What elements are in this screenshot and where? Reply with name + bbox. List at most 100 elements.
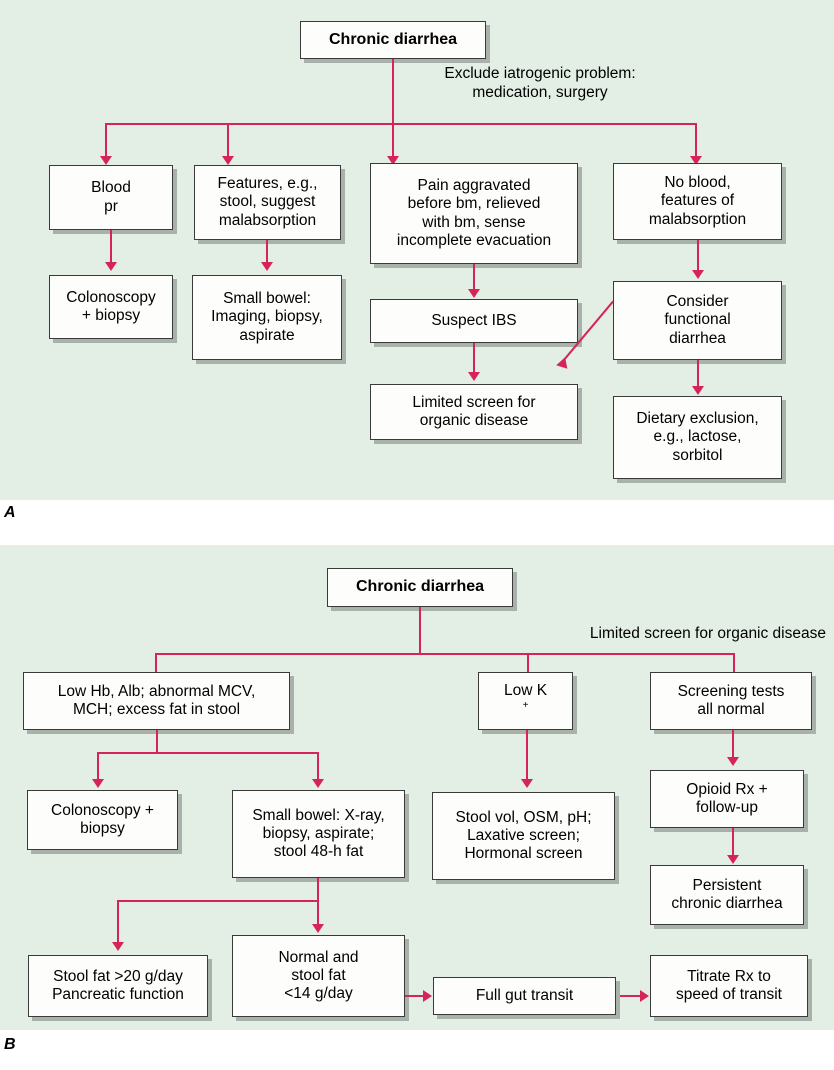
arrowhead-a-branch-1 <box>100 156 112 165</box>
caption-b-limited-screen: Limited screen for organic disease <box>530 625 826 644</box>
connector-a-bus <box>105 123 697 126</box>
node-b-low-hb-alb[interactable]: Low Hb, Alb; abnormal MCV, MCH; excess f… <box>23 672 290 730</box>
node-b-opioid-lines: Opioid Rx + follow-up <box>655 781 799 817</box>
connector-b-root-stem <box>419 607 422 655</box>
node-a-limited-line1: Limited screen for <box>412 393 536 411</box>
node-b-persistent-line1: Persistent <box>692 876 762 894</box>
arrowhead-b-fullgut <box>423 990 432 1002</box>
node-b-stoolvol-line2: Laxative screen; <box>467 826 580 844</box>
node-a-features-malabsorption[interactable]: Features, e.g., stool, suggest malabsorp… <box>194 165 341 240</box>
node-a-limited-screen[interactable]: Limited screen for organic disease <box>370 384 578 440</box>
node-a-small-bowel-line3: aspirate <box>239 326 295 344</box>
caption-a-line1: Exclude iatrogenic problem: <box>444 65 636 82</box>
node-b-normal-line2: stool fat <box>291 966 346 984</box>
arrowhead-a-branch-4 <box>690 156 702 165</box>
node-a-no-blood-line1: No blood, <box>664 174 731 192</box>
node-a-blood-pr[interactable]: Blood pr <box>49 165 173 230</box>
node-a-blood-pr-lines: Blood pr <box>54 179 168 215</box>
node-a-pain-line4: incomplete evacuation <box>396 231 552 249</box>
node-b-small-bowel-line3: stool 48-h fat <box>273 843 364 861</box>
node-b-stoolvol-lines: Stool vol, OSM, pH; Laxative screen; Hor… <box>437 809 610 863</box>
caption-a-exclude-iatrogenic: Exclude iatrogenic problem: medication, … <box>390 65 690 102</box>
node-a-consider-lines: Consider functional diarrhea <box>618 293 777 347</box>
node-b-low-k[interactable]: Low K+ <box>478 672 573 730</box>
node-b-chronic-diarrhea[interactable]: Chronic diarrhea <box>327 568 513 607</box>
node-b-small-bowel-lines: Small bowel: X-ray, biopsy, aspirate; st… <box>237 807 400 861</box>
connector-b-branch-1 <box>155 653 158 673</box>
connector-b-normal-to-fullgut <box>405 995 426 998</box>
node-b-small-bowel-line2: biopsy, aspirate; <box>262 824 375 842</box>
node-b-normal-lines: Normal and stool fat <14 g/day <box>237 949 400 1003</box>
arrowhead-a-limited <box>468 372 480 381</box>
node-a-colonoscopy-line2: + biopsy <box>81 307 141 324</box>
node-b-screening-line1: Screening tests <box>677 682 785 700</box>
panel-b-background: Chronic diarrhea Limited screen for orga… <box>0 545 834 1030</box>
node-b-screening-line2: all normal <box>697 701 765 718</box>
node-b-opioid-rx[interactable]: Opioid Rx + follow-up <box>650 770 804 828</box>
connector-b-bus2-left <box>97 752 100 782</box>
node-a-features-lines: Features, e.g., stool, suggest malabsorp… <box>199 175 336 229</box>
node-a-dietary-exclusion[interactable]: Dietary exclusion, e.g., lactose, sorbit… <box>613 396 782 479</box>
node-a-blood-pr-line2: pr <box>104 197 118 215</box>
node-b-low-hb-lines: Low Hb, Alb; abnormal MCV, MCH; excess f… <box>28 683 285 719</box>
node-b-stoolfat20-line1: Stool fat >20 g/day <box>53 967 183 985</box>
connector-a-branch-1 <box>105 123 108 163</box>
arrowhead-b-titrate <box>640 990 649 1002</box>
node-a-consider-functional-diarrhea[interactable]: Consider functional diarrhea <box>613 281 782 360</box>
node-a-small-bowel[interactable]: Small bowel: Imaging, biopsy, aspirate <box>192 275 342 360</box>
panel-label-b: B <box>4 1036 16 1053</box>
node-a-consider-line2: functional <box>664 311 731 329</box>
node-b-small-bowel[interactable]: Small bowel: X-ray, biopsy, aspirate; st… <box>232 790 405 878</box>
node-b-stool-vol-osm-ph[interactable]: Stool vol, OSM, pH; Laxative screen; Hor… <box>432 792 615 880</box>
node-b-full-gut-transit-label: Full gut transit <box>475 986 574 1004</box>
connector-a-branch-4 <box>695 123 698 163</box>
node-b-titrate-rx[interactable]: Titrate Rx to speed of transit <box>650 955 808 1017</box>
panel-label-a: A <box>4 504 16 521</box>
node-a-colonoscopy-biopsy[interactable]: Colonoscopy + biopsy <box>49 275 173 339</box>
node-b-opioid-line1: Opioid Rx + <box>686 780 768 798</box>
connector-a-pain-to-ibs <box>473 264 476 292</box>
arrowhead-a-branch-3 <box>387 156 399 165</box>
node-a-suspect-ibs[interactable]: Suspect IBS <box>370 299 578 343</box>
connector-b-opioid-to-persistent <box>732 828 735 858</box>
node-b-stoolfat20-lines: Stool fat >20 g/day Pancreatic function <box>33 968 203 1004</box>
connector-a-root-stem <box>392 59 395 125</box>
connector-a-branch-2 <box>227 123 230 163</box>
arrowhead-a-consider <box>692 270 704 279</box>
arrowhead-a-branch-2 <box>222 156 234 165</box>
connector-b-bus3-left <box>117 900 120 945</box>
node-a-consider-line3: diarrhea <box>669 329 726 347</box>
node-b-stoolvol-line1: Stool vol, OSM, pH; <box>455 808 592 826</box>
node-b-persistent-chronic-diarrhea[interactable]: Persistent chronic diarrhea <box>650 865 804 925</box>
node-a-dietary-line2: e.g., lactose, <box>653 428 742 446</box>
connector-b-bus <box>155 653 735 656</box>
node-a-no-blood-lines: No blood, features of malabsorption <box>618 174 777 228</box>
connector-a-consider-to-dietary <box>697 360 700 390</box>
node-a-dietary-lines: Dietary exclusion, e.g., lactose, sorbit… <box>618 410 777 464</box>
node-b-stool-fat-20[interactable]: Stool fat >20 g/day Pancreatic function <box>28 955 208 1017</box>
node-a-pain-line2: before bm, relieved <box>407 195 541 213</box>
node-b-persistent-line2: chronic diarrhea <box>671 895 783 912</box>
node-a-no-blood[interactable]: No blood, features of malabsorption <box>613 163 782 240</box>
node-b-normal-line3: <14 g/day <box>284 985 353 1003</box>
node-a-chronic-diarrhea[interactable]: Chronic diarrhea <box>300 21 486 59</box>
node-b-full-gut-transit[interactable]: Full gut transit <box>433 977 616 1015</box>
node-b-low-hb-line1: Low Hb, Alb; abnormal MCV, <box>57 682 256 700</box>
connector-b-branch-2 <box>527 653 530 673</box>
node-b-low-k-superscript: + <box>522 700 529 712</box>
node-b-titrate-lines: Titrate Rx to speed of transit <box>655 968 803 1004</box>
node-b-colonoscopy-line1: Colonoscopy + <box>51 801 154 819</box>
node-a-limited-lines: Limited screen for organic disease <box>375 394 573 430</box>
node-a-pain-aggravated[interactable]: Pain aggravated before bm, relieved with… <box>370 163 578 264</box>
connector-a-features-to-smallbowel <box>266 240 269 265</box>
node-b-normal-stool-fat[interactable]: Normal and stool fat <14 g/day <box>232 935 405 1017</box>
node-b-colonoscopy-biopsy[interactable]: Colonoscopy + biopsy <box>27 790 178 850</box>
node-b-persistent-lines: Persistent chronic diarrhea <box>655 877 799 913</box>
node-b-screening-tests[interactable]: Screening tests all normal <box>650 672 812 730</box>
node-a-pain-line1: Pain aggravated <box>417 177 531 195</box>
node-a-features-line3: malabsorption <box>218 211 317 229</box>
node-b-small-bowel-line1: Small bowel: X-ray, <box>252 806 385 824</box>
caption-a-line2: medication, surgery <box>472 83 608 101</box>
node-a-features-line2: stool, suggest <box>219 193 316 211</box>
node-a-small-bowel-line2: Imaging, biopsy, <box>211 308 323 326</box>
